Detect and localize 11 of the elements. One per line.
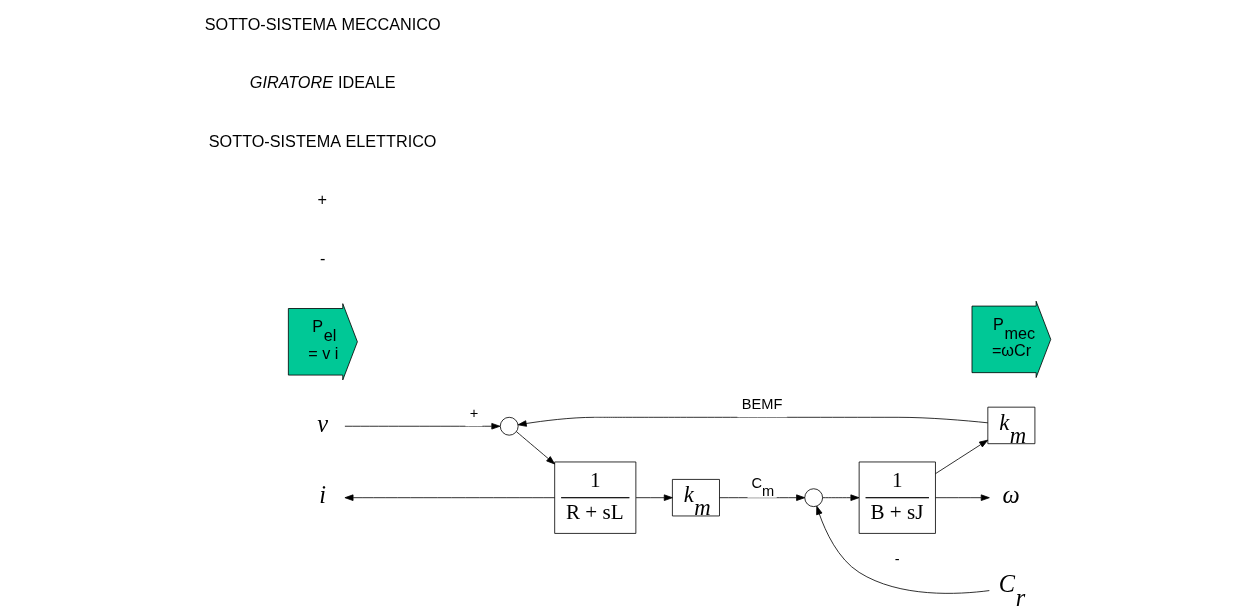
label: SOTTO-SISTEMA ELETTRICO	[208, 131, 437, 150]
edge-label: +	[469, 404, 478, 421]
label: SOTTO-SISTEMA MECCANICO	[204, 15, 441, 34]
edge-label: -	[894, 550, 900, 567]
node-text: i	[318, 480, 326, 508]
label: -	[319, 248, 325, 267]
label: GIRATORE IDEALE	[249, 72, 396, 91]
node-text: v	[316, 409, 328, 437]
label: +	[317, 190, 327, 209]
node-text: ω	[1001, 480, 1020, 508]
edge-label: BEMF	[741, 395, 782, 412]
